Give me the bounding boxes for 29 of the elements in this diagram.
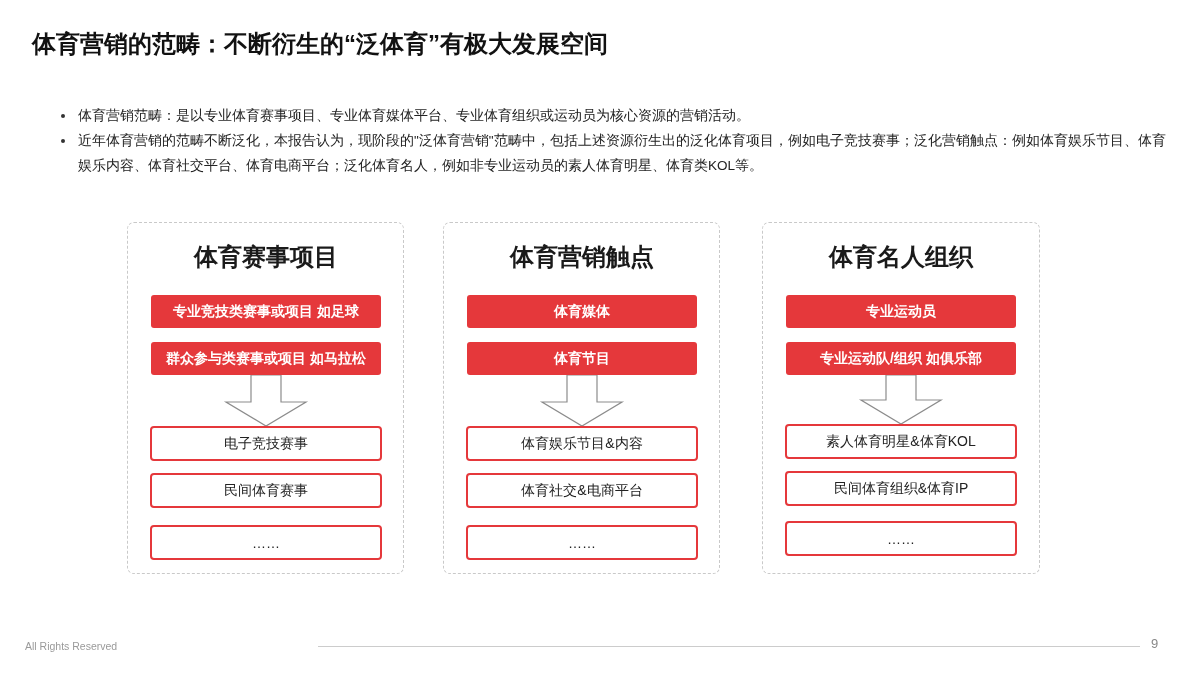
example-box: 素人体育明星&体育KOL bbox=[785, 424, 1017, 459]
example-box: …… bbox=[150, 525, 382, 560]
bullet-text: 近年体育营销的范畴不断泛化，本报告认为，现阶段的"泛体育营销"范畴中，包括上述资源衍生出的泛化体育项目，例如电子竞技赛事；泛化营销触点：例如体育娱乐节目、体育娱乐内容、体育社交平台、体育电商平台；泛化体育名人，例如非专业运动员的素人体育明星、体育类KOL等。 bbox=[78, 132, 1167, 175]
dashed-panel bbox=[762, 222, 1040, 574]
block-arrow bbox=[539, 374, 625, 427]
example-box: …… bbox=[785, 521, 1017, 556]
example-box: 民间体育组织&体育IP bbox=[785, 471, 1017, 506]
block-arrow bbox=[858, 374, 944, 425]
category-box: 专业运动员 bbox=[786, 295, 1016, 328]
example-box: 电子竞技赛事 bbox=[150, 426, 382, 461]
panel-heading: 体育赛事项目 bbox=[193, 242, 338, 272]
dashed-panel bbox=[443, 222, 720, 574]
page-title: 体育营销的范畴：不断衍生的“泛体育”有极大发展空间 bbox=[32, 29, 608, 59]
category-box: 体育媒体 bbox=[467, 295, 697, 328]
bullet-text: 体育营销范畴：是以专业体育赛事项目、专业体育媒体平台、专业体育组织或运动员为核心资源的营销活动。 bbox=[78, 107, 751, 125]
category-box: 专业竞技类赛事或项目 如足球 bbox=[151, 295, 381, 328]
panel-heading: 体育名人组织 bbox=[829, 242, 973, 272]
block-arrow bbox=[223, 374, 309, 427]
category-box: 体育节目 bbox=[467, 342, 697, 375]
dashed-panel bbox=[127, 222, 404, 574]
example-box: 体育娱乐节目&内容 bbox=[466, 426, 698, 461]
example-box: 体育社交&电商平台 bbox=[466, 473, 698, 508]
example-box: 民间体育赛事 bbox=[150, 473, 382, 508]
category-box: 群众参与类赛事或项目 如马拉松 bbox=[151, 342, 381, 375]
footer-text: All Rights Reserved bbox=[25, 639, 118, 653]
category-box: 专业运动队/组织 如俱乐部 bbox=[786, 342, 1016, 375]
page-number: 9 bbox=[1151, 636, 1159, 652]
example-box: …… bbox=[466, 525, 698, 560]
panel-heading: 体育营销触点 bbox=[509, 242, 654, 272]
